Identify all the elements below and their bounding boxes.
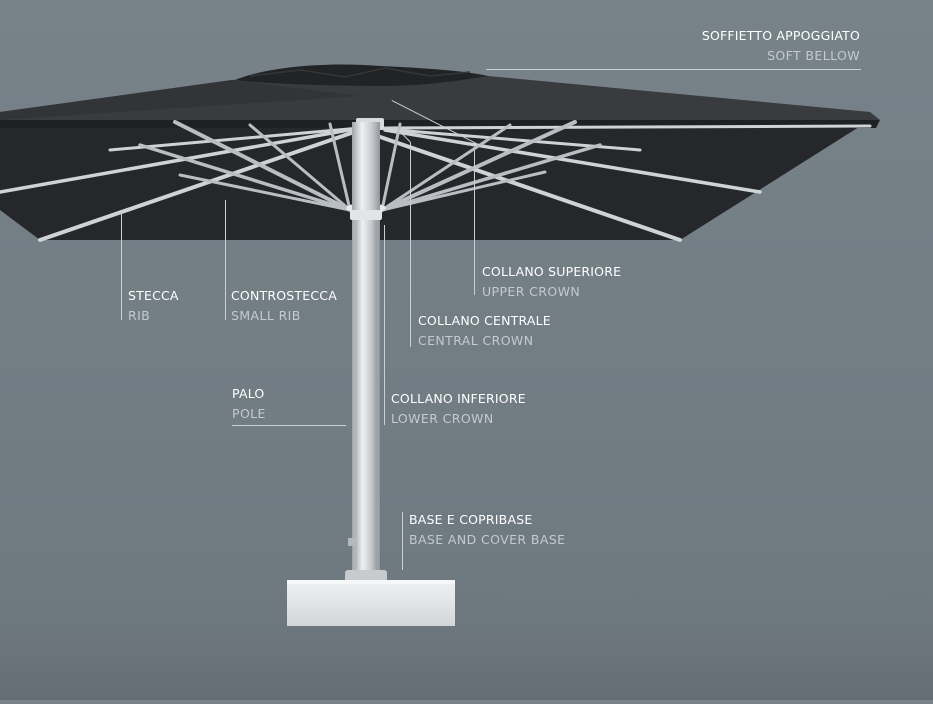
label-upper-crown: COLLANO SUPERIORE UPPER CROWN: [482, 264, 622, 299]
label-soft-bellow-en: SOFT BELLOW: [767, 47, 860, 63]
leader-rib: [121, 210, 122, 320]
pole-handle: [348, 538, 356, 546]
label-lower-crown-it: COLLANO INFERIORE: [391, 391, 526, 406]
label-central-crown-it: COLLANO CENTRALE: [418, 313, 551, 328]
leader-base: [402, 512, 403, 570]
pole-lower-section: [355, 210, 377, 585]
label-central-crown-en: CENTRAL CROWN: [418, 332, 534, 348]
label-pole: PALO POLE: [232, 386, 266, 421]
label-soft-bellow-it: SOFFIETTO APPOGGIATO: [701, 28, 860, 43]
label-small-rib-en: SMALL RIB: [231, 307, 301, 323]
label-small-rib-it: CONTROSTECCA: [231, 288, 337, 303]
leader-central-crown: [410, 142, 411, 347]
label-soft-bellow: SOFFIETTO APPOGGIATO SOFT BELLOW: [701, 28, 860, 63]
label-base-en: BASE AND COVER BASE: [409, 531, 566, 547]
leader-small-rib: [225, 200, 226, 320]
label-rib-en: RIB: [128, 307, 151, 323]
canopy-top-shade: [0, 80, 360, 120]
base-cover: [287, 580, 455, 626]
label-upper-crown-it: COLLANO SUPERIORE: [482, 264, 622, 279]
label-pole-en: POLE: [232, 405, 266, 421]
label-base: BASE E COPRIBASE BASE AND COVER BASE: [409, 512, 566, 547]
leader-soft-bellow: [486, 69, 861, 70]
label-rib: STECCA RIB: [128, 288, 179, 323]
base-cover-top: [287, 580, 455, 584]
label-lower-crown: COLLANO INFERIORE LOWER CROWN: [391, 391, 526, 426]
label-upper-crown-en: UPPER CROWN: [482, 283, 581, 299]
small-ribs: [138, 120, 602, 212]
label-rib-it: STECCA: [128, 288, 179, 303]
canopy-underside: [0, 120, 870, 240]
floor-shadow: [0, 560, 933, 700]
ribs: [0, 124, 872, 242]
leader-upper-crown: [474, 150, 475, 295]
label-central-crown: COLLANO CENTRALE CENTRAL CROWN: [418, 313, 551, 348]
label-base-it: BASE E COPRIBASE: [409, 512, 533, 527]
leader-pole: [232, 425, 346, 426]
soft-bellow-folds: [249, 67, 471, 78]
lower-crown-part: [350, 210, 382, 220]
label-small-rib: CONTROSTECCA SMALL RIB: [231, 288, 337, 323]
leader-lower-crown: [384, 225, 385, 425]
label-pole-it: PALO: [232, 386, 265, 401]
label-lower-crown-en: LOWER CROWN: [391, 410, 494, 426]
